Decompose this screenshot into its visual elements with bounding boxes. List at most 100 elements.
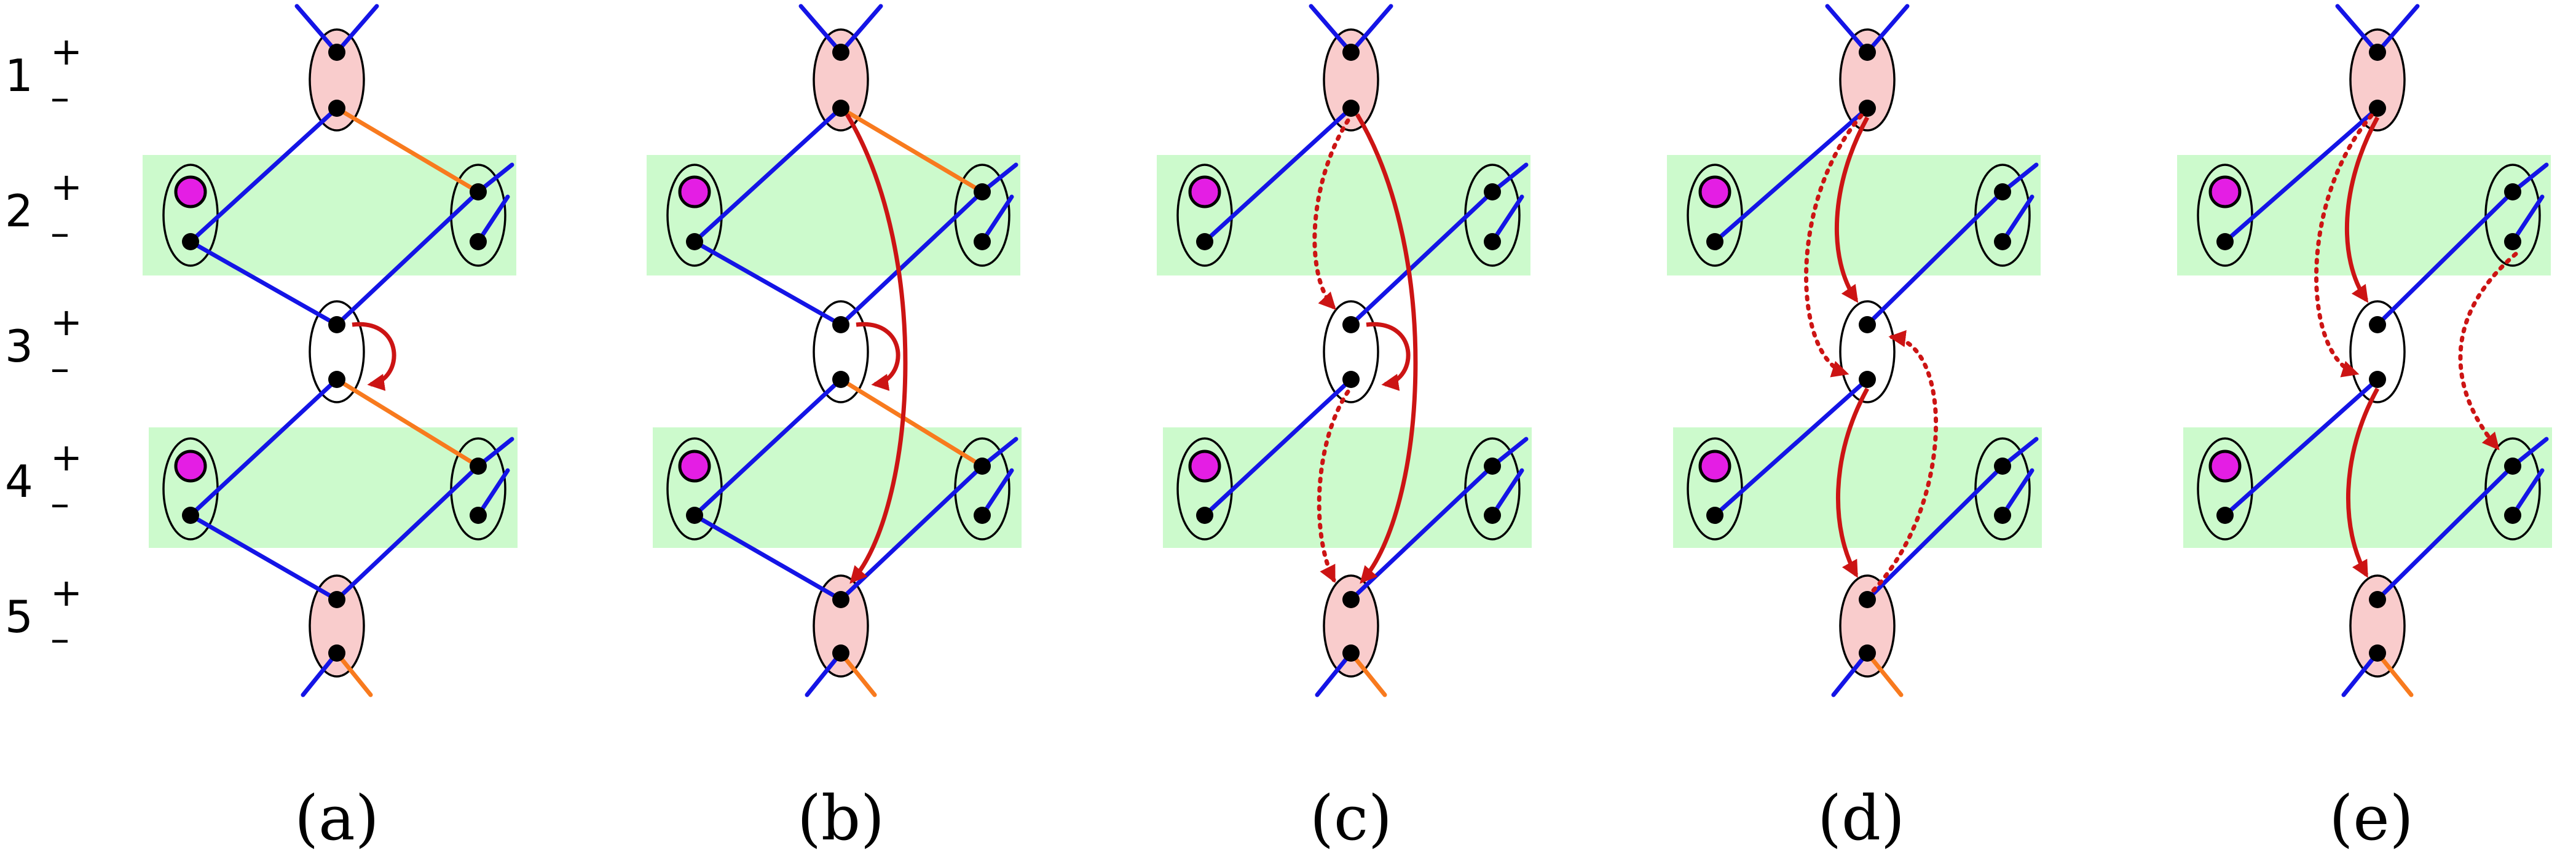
bond-top-right <box>334 4 379 55</box>
site-2-left-minus <box>2216 233 2234 250</box>
stub-2-right-bottom <box>1490 194 1524 244</box>
site-4-left-minus <box>2216 507 2234 524</box>
site-4-left-minus <box>686 507 703 524</box>
row-3-minus: – <box>50 346 69 390</box>
site-1-minus <box>832 100 849 117</box>
site-1-minus <box>1859 100 1876 117</box>
site-3-minus <box>1859 371 1876 388</box>
bond-1-2 <box>1712 106 1870 244</box>
bond-4-5 <box>692 513 843 602</box>
site-3-minus <box>1342 371 1360 388</box>
panel-b <box>647 4 1022 697</box>
magenta-site-4 <box>1188 450 1221 483</box>
arrow-3-to-5-dotted <box>1317 389 1350 583</box>
arrow-3-to-5 <box>1836 387 1870 578</box>
site-3-ellipse <box>309 300 365 403</box>
bond-top-left <box>2335 4 2380 55</box>
row-labels: 1 + – 2 + – 3 + – 4 + – 5 + – <box>5 29 82 661</box>
site-4-right-ellipse <box>2484 437 2541 541</box>
stub-4-right-bottom <box>1490 468 1524 518</box>
site-3-plus <box>832 316 849 333</box>
site-2-left-minus <box>1196 233 1213 250</box>
bond-2-3-right <box>1349 189 1495 327</box>
bond-bottom-right <box>838 651 877 697</box>
site-5-plus <box>2369 591 2386 608</box>
site-1-minus <box>1342 100 1360 117</box>
site-5-minus <box>832 644 849 662</box>
bond-3-4-right <box>334 377 481 469</box>
site-4-left-minus <box>1706 507 1723 524</box>
bond-2-3-right <box>1865 189 2005 327</box>
row-3-plus: + <box>50 299 82 344</box>
site-2-right-ellipse <box>1974 164 2031 267</box>
site-2-right-plus <box>1994 183 2011 200</box>
panel-b-label: (b) <box>797 782 884 854</box>
site-4-right-plus <box>1994 458 2011 475</box>
site-2-right-plus <box>2504 183 2521 200</box>
site-1-minus <box>328 100 345 117</box>
bond-3-4-right <box>838 377 985 469</box>
magenta-site-4 <box>2208 450 2242 483</box>
panel-c <box>1157 4 1532 697</box>
panel-c-label: (c) <box>1310 782 1392 854</box>
stub-2-right-bottom <box>2510 194 2545 244</box>
site-4-right-plus <box>1484 458 1501 475</box>
site-2-right-minus <box>974 233 991 250</box>
row-2-number: 2 <box>5 185 33 237</box>
row-2-plus: + <box>50 164 82 209</box>
arrow-1-to-3 <box>2345 116 2380 303</box>
site-1-ellipse <box>813 28 869 132</box>
arrow-site-3-self <box>856 322 900 391</box>
site-1-minus <box>2369 100 2386 117</box>
site-3-plus <box>328 316 345 333</box>
bond-1-2-right <box>334 106 481 194</box>
bond-bottom-right <box>334 651 373 697</box>
site-3-minus <box>2369 371 2386 388</box>
bond-4-5-right <box>334 464 481 602</box>
site-1-plus <box>2369 44 2386 61</box>
bond-4-5-right <box>1865 464 2005 602</box>
magenta-site-4 <box>174 450 207 483</box>
bond-1-2 <box>188 106 339 244</box>
site-1-plus <box>832 44 849 61</box>
bond-bottom-right <box>1865 651 1904 697</box>
bond-top-left <box>1309 4 1353 55</box>
bond-top-right <box>2375 4 2420 55</box>
bond-2-3-right <box>838 189 985 327</box>
bond-top-left <box>294 4 339 55</box>
site-5-ellipse <box>813 574 869 678</box>
bond-top-right <box>838 4 883 55</box>
site-4-right-ellipse <box>1974 437 2031 541</box>
site-2-right-minus <box>470 233 487 250</box>
bond-2-3 <box>692 239 843 327</box>
site-3-ellipse <box>813 300 869 403</box>
stub-2-right-bottom <box>2000 194 2034 244</box>
bond-2-3-right <box>334 189 481 327</box>
band-row-2 <box>647 155 1020 275</box>
site-5-minus <box>2369 644 2386 662</box>
site-2-right-minus <box>2504 233 2521 250</box>
magenta-site-2 <box>174 175 207 208</box>
site-2-left-minus <box>686 233 703 250</box>
arrow-1-to-3-dotted <box>1312 118 1350 311</box>
site-2-right-plus <box>974 183 991 200</box>
site-1-ellipse <box>1839 28 1896 132</box>
site-2-left-minus <box>182 233 199 250</box>
bond-2-3 <box>188 239 339 327</box>
site-2-right-plus <box>1484 183 1501 200</box>
site-5-plus <box>1859 591 1876 608</box>
panel-d <box>1667 4 2042 697</box>
bond-bottom-left <box>2341 651 2380 697</box>
bond-1-2 <box>1202 106 1353 244</box>
row-4-minus: – <box>50 481 69 526</box>
row-1-minus: – <box>50 75 69 120</box>
site-5-ellipse <box>1323 574 1379 678</box>
bond-4-5-right <box>2375 464 2515 602</box>
bond-bottom-right <box>2375 651 2414 697</box>
site-2-left-minus <box>1706 233 1723 250</box>
site-4-right-minus <box>470 507 487 524</box>
magenta-site-2 <box>1698 175 1731 208</box>
site-1-ellipse <box>1323 28 1379 132</box>
row-2-minus: – <box>50 210 69 255</box>
site-3-ellipse <box>2349 300 2406 403</box>
